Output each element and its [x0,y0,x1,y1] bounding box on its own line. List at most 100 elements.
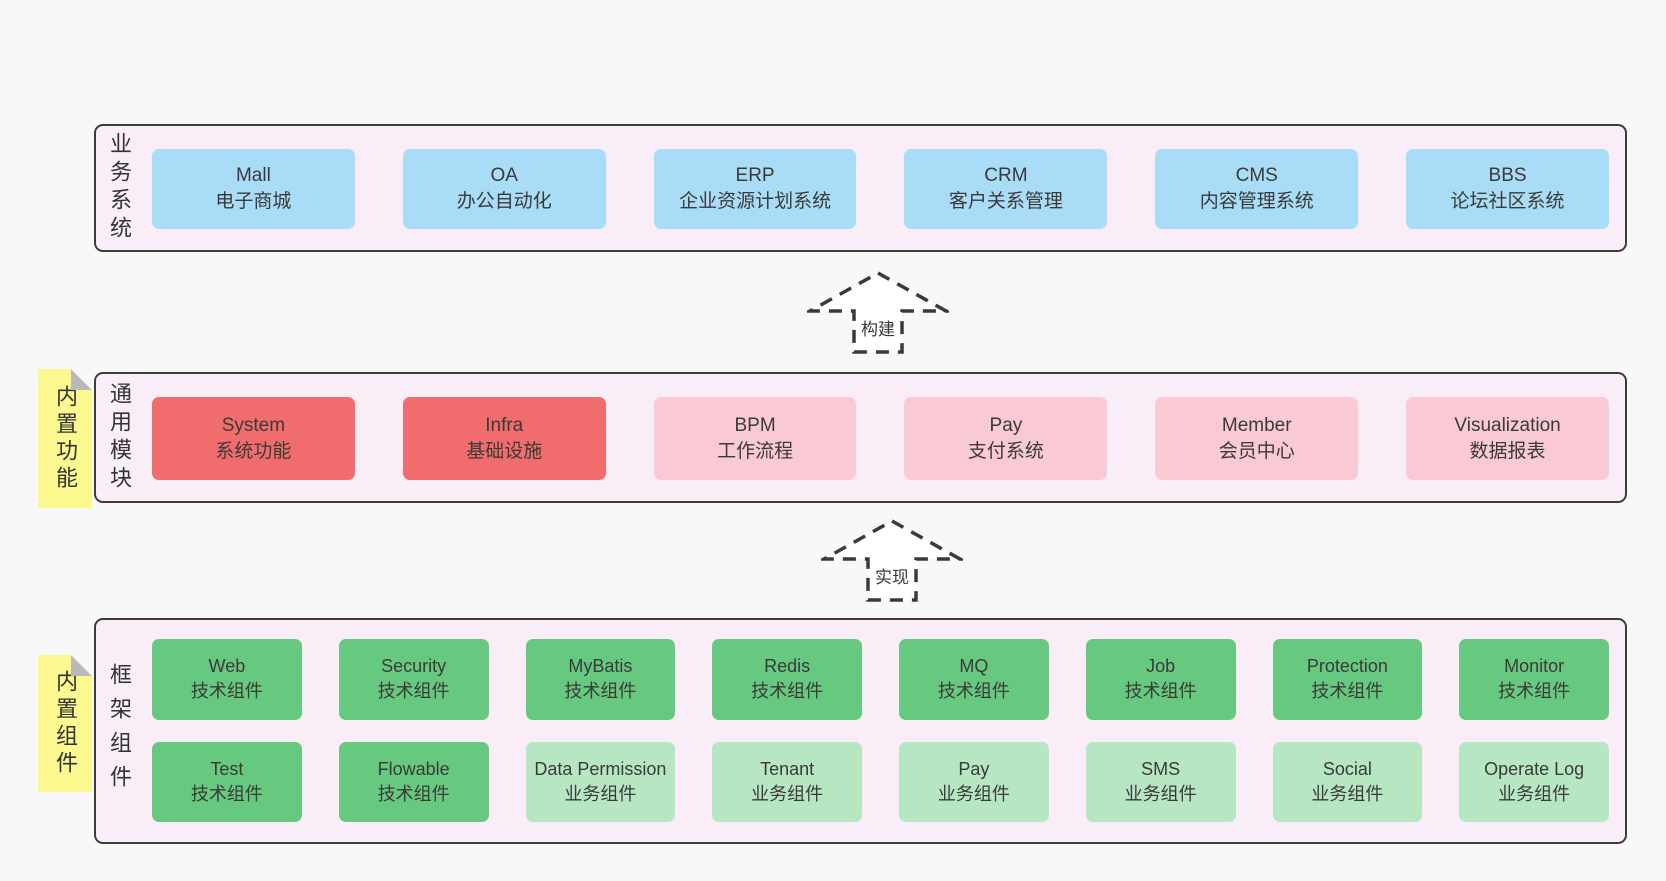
tab-label: 内置功能 [53,384,78,493]
tab-label: 内置组件 [53,669,78,778]
box-crm: CRM 客户关系管理 [904,149,1108,229]
box-infra: Infra 基础设施 [402,397,606,480]
box-name: MQ [959,656,989,677]
box-name: CRM [984,165,1028,186]
box-name: BBS [1488,165,1527,186]
box-desc: 业务组件 [751,783,824,804]
box-name: Social [1322,758,1372,779]
layer-label-text: 业务系统 [107,132,132,244]
box-name: Infra [485,414,524,436]
box-name: Data Permission [534,758,667,779]
box-protection: Protection 技术组件 [1272,639,1423,720]
framework-boxes-grid: Web 技术组件 Security 技术组件 MyBatis 技术组件 Redi… [142,620,1625,842]
layer-framework-components: 框架组件 Web 技术组件 Security 技术组件 MyBatis 技术组件… [94,618,1627,844]
box-name: Tenant [760,758,815,779]
box-desc: 数据报表 [1469,440,1546,462]
box-data-permission: Data Permission 业务组件 [525,741,676,822]
up-arrow-icon [821,519,963,602]
box-tenant: Tenant 业务组件 [712,741,862,822]
layer-label-framework-components: 框架组件 [96,620,142,842]
box-operate-log: Operate Log 业务组件 [1459,741,1609,822]
box-desc: 技术组件 [1311,681,1384,702]
box-name: SMS [1141,758,1181,779]
box-mybatis: MyBatis 技术组件 [525,639,676,720]
layer-label-business-systems: 业务系统 [96,126,142,250]
box-sms: SMS 业务组件 [1085,741,1236,822]
box-desc: 支付系统 [967,440,1044,462]
box-name: System [221,414,286,436]
box-name: Mall [235,165,271,186]
box-social: Social 业务组件 [1272,741,1423,822]
tab-fold-corner [71,369,92,390]
module-boxes-row: System 系统功能 Infra 基础设施 BPM 工作流程 Pay 支付系统… [142,374,1625,501]
arrow-implement-label: 实现 [821,563,963,588]
box-name: Monitor [1504,656,1565,677]
box-name: Web [208,656,246,677]
box-mall: Mall 电子商城 [152,149,355,229]
box-name: BPM [734,414,776,436]
box-desc: 论坛社区系统 [1450,191,1565,212]
box-name: Job [1146,656,1176,677]
box-name: Flowable [377,758,450,779]
box-cms: CMS 内容管理系统 [1155,149,1359,229]
layer-label-text: 框架组件 [107,663,132,799]
layer-common-modules: 通用模块 System 系统功能 Infra 基础设施 BPM 工作流程 Pay… [94,372,1627,503]
box-desc: 技术组件 [1498,681,1571,702]
box-name: Test [210,758,244,779]
box-job: Job 技术组件 [1085,639,1236,720]
box-monitor: Monitor 技术组件 [1459,639,1609,720]
box-desc: 技术组件 [190,783,263,804]
box-pay-system: Pay 支付系统 [904,397,1108,480]
box-name: CMS [1235,165,1278,186]
box-pay-component: Pay 业务组件 [899,741,1049,822]
business-boxes-row: Mall 电子商城 OA 办公自动化 ERP 企业资源计划系统 CRM 客户关系… [142,126,1625,250]
layer-label-common-modules: 通用模块 [96,374,142,501]
box-system: System 系统功能 [152,397,355,480]
arrow-implement: 实现 [821,519,963,603]
box-desc: 企业资源计划系统 [679,191,832,212]
box-desc: 电子商城 [215,191,292,212]
box-name: Pay [989,414,1023,436]
box-oa: OA 办公自动化 [402,149,606,229]
box-name: OA [490,165,518,186]
box-desc: 内容管理系统 [1199,191,1314,212]
layer-business-systems: 业务系统 Mall 电子商城 OA 办公自动化 ERP 企业资源计划系统 CRM… [94,124,1627,252]
tab-built-in-features: 内置功能 [38,369,92,508]
box-desc: 客户关系管理 [948,191,1063,212]
box-desc: 技术组件 [190,681,263,702]
box-visualization: Visualization 数据报表 [1406,397,1609,480]
box-security: Security 技术组件 [338,639,489,720]
box-desc: 基础设施 [466,440,543,462]
box-desc: 工作流程 [717,440,794,462]
box-desc: 技术组件 [377,681,450,702]
box-desc: 技术组件 [937,681,1010,702]
box-name: Redis [764,656,811,677]
box-desc: 系统功能 [215,440,292,462]
box-desc: 业务组件 [1124,783,1197,804]
up-arrow-icon [807,271,949,354]
box-name: ERP [735,165,775,186]
tab-built-in-components: 内置组件 [38,655,92,792]
box-test: Test 技术组件 [152,741,302,822]
box-bbs: BBS 论坛社区系统 [1406,149,1609,229]
box-bpm: BPM 工作流程 [653,397,857,480]
box-desc: 业务组件 [564,783,637,804]
framework-row-1: Web 技术组件 Security 技术组件 MyBatis 技术组件 Redi… [152,639,1609,720]
box-name: Pay [958,758,990,779]
box-desc: 业务组件 [937,783,1010,804]
box-desc: 业务组件 [1311,783,1384,804]
box-erp: ERP 企业资源计划系统 [653,149,857,229]
box-name: Member [1221,414,1292,436]
box-flowable: Flowable 技术组件 [338,741,489,822]
box-name: Visualization [1454,414,1561,436]
tab-fold-corner [71,655,92,676]
box-desc: 业务组件 [1498,783,1571,804]
box-web: Web 技术组件 [152,639,302,720]
box-desc: 技术组件 [564,681,637,702]
box-name: Operate Log [1484,758,1585,779]
box-desc: 会员中心 [1218,440,1295,462]
box-name: MyBatis [568,656,633,677]
box-redis: Redis 技术组件 [712,639,862,720]
box-name: Security [381,656,447,677]
